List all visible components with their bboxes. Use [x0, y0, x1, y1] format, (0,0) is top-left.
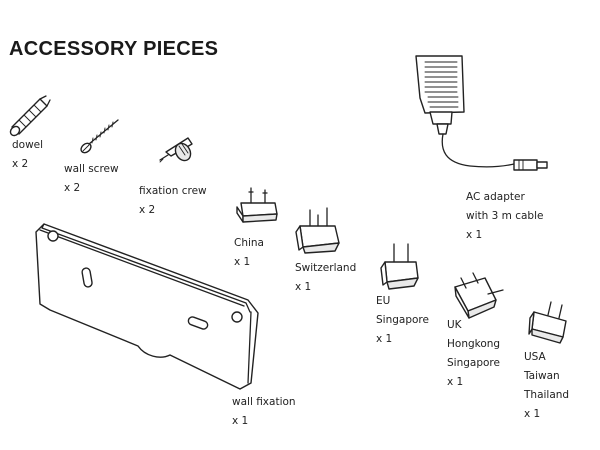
- usa-line3: Thailand: [524, 389, 570, 401]
- china-plug-illustration: [236, 187, 278, 223]
- uk-line3: Singapore: [447, 357, 500, 369]
- usa-line1: USA: [524, 351, 546, 363]
- wall-fixation-illustration: [35, 223, 259, 390]
- ac-adapter-line2: with 3 m cable: [466, 210, 544, 222]
- switzerland-qty: x 1: [295, 281, 312, 293]
- uk-line2: Hongkong: [447, 338, 501, 350]
- switzerland-label: Switzerland x 1: [295, 259, 356, 297]
- china-name: China: [234, 237, 264, 249]
- uk-qty: x 1: [447, 376, 464, 388]
- eu-line2: Singapore: [376, 314, 429, 326]
- ac-adapter-label: AC adapter with 3 m cable x 1: [466, 188, 543, 245]
- eu-label: EU Singapore x 1: [376, 292, 429, 349]
- wall-fixation-label: wall fixation x 1: [232, 393, 296, 431]
- fixation-crew-name: fixation crew: [139, 185, 207, 197]
- usa-qty: x 1: [524, 408, 541, 420]
- wall-screw-illustration: [80, 119, 119, 154]
- ac-adapter-illustration: [415, 55, 548, 171]
- eu-plug-illustration: [380, 243, 419, 290]
- fixation-crew-qty: x 2: [139, 204, 156, 216]
- wall-screw-name: wall screw: [64, 163, 119, 175]
- uk-line1: UK: [447, 319, 462, 331]
- wall-fixation-qty: x 1: [232, 415, 249, 427]
- wall-fixation-name: wall fixation: [232, 396, 296, 408]
- page-title: ACCESSORY PIECES: [9, 38, 219, 60]
- eu-qty: x 1: [376, 333, 393, 345]
- fixation-crew-illustration: [159, 137, 193, 163]
- switzerland-plug-illustration: [295, 207, 340, 254]
- wall-screw-label: wall screw x 2: [64, 160, 119, 198]
- fixation-crew-label: fixation crew x 2: [139, 182, 207, 220]
- ac-adapter-qty: x 1: [466, 229, 483, 241]
- china-label: China x 1: [234, 234, 264, 272]
- wall-screw-qty: x 2: [64, 182, 81, 194]
- dowel-qty: x 2: [12, 158, 29, 170]
- dowel-name: dowel: [12, 139, 44, 151]
- usa-plug-illustration: [528, 301, 567, 344]
- uk-plug-illustration: [454, 272, 504, 319]
- switzerland-name: Switzerland: [295, 262, 357, 274]
- uk-label: UK Hongkong Singapore x 1: [447, 316, 500, 392]
- ac-adapter-line1: AC adapter: [466, 191, 525, 203]
- dowel-label: dowel x 2: [12, 136, 43, 174]
- eu-line1: EU: [376, 295, 391, 307]
- usa-label: USA Taiwan Thailand x 1: [524, 348, 569, 424]
- usa-line2: Taiwan: [524, 370, 560, 382]
- dowel-illustration: [9, 95, 51, 137]
- china-qty: x 1: [234, 256, 251, 268]
